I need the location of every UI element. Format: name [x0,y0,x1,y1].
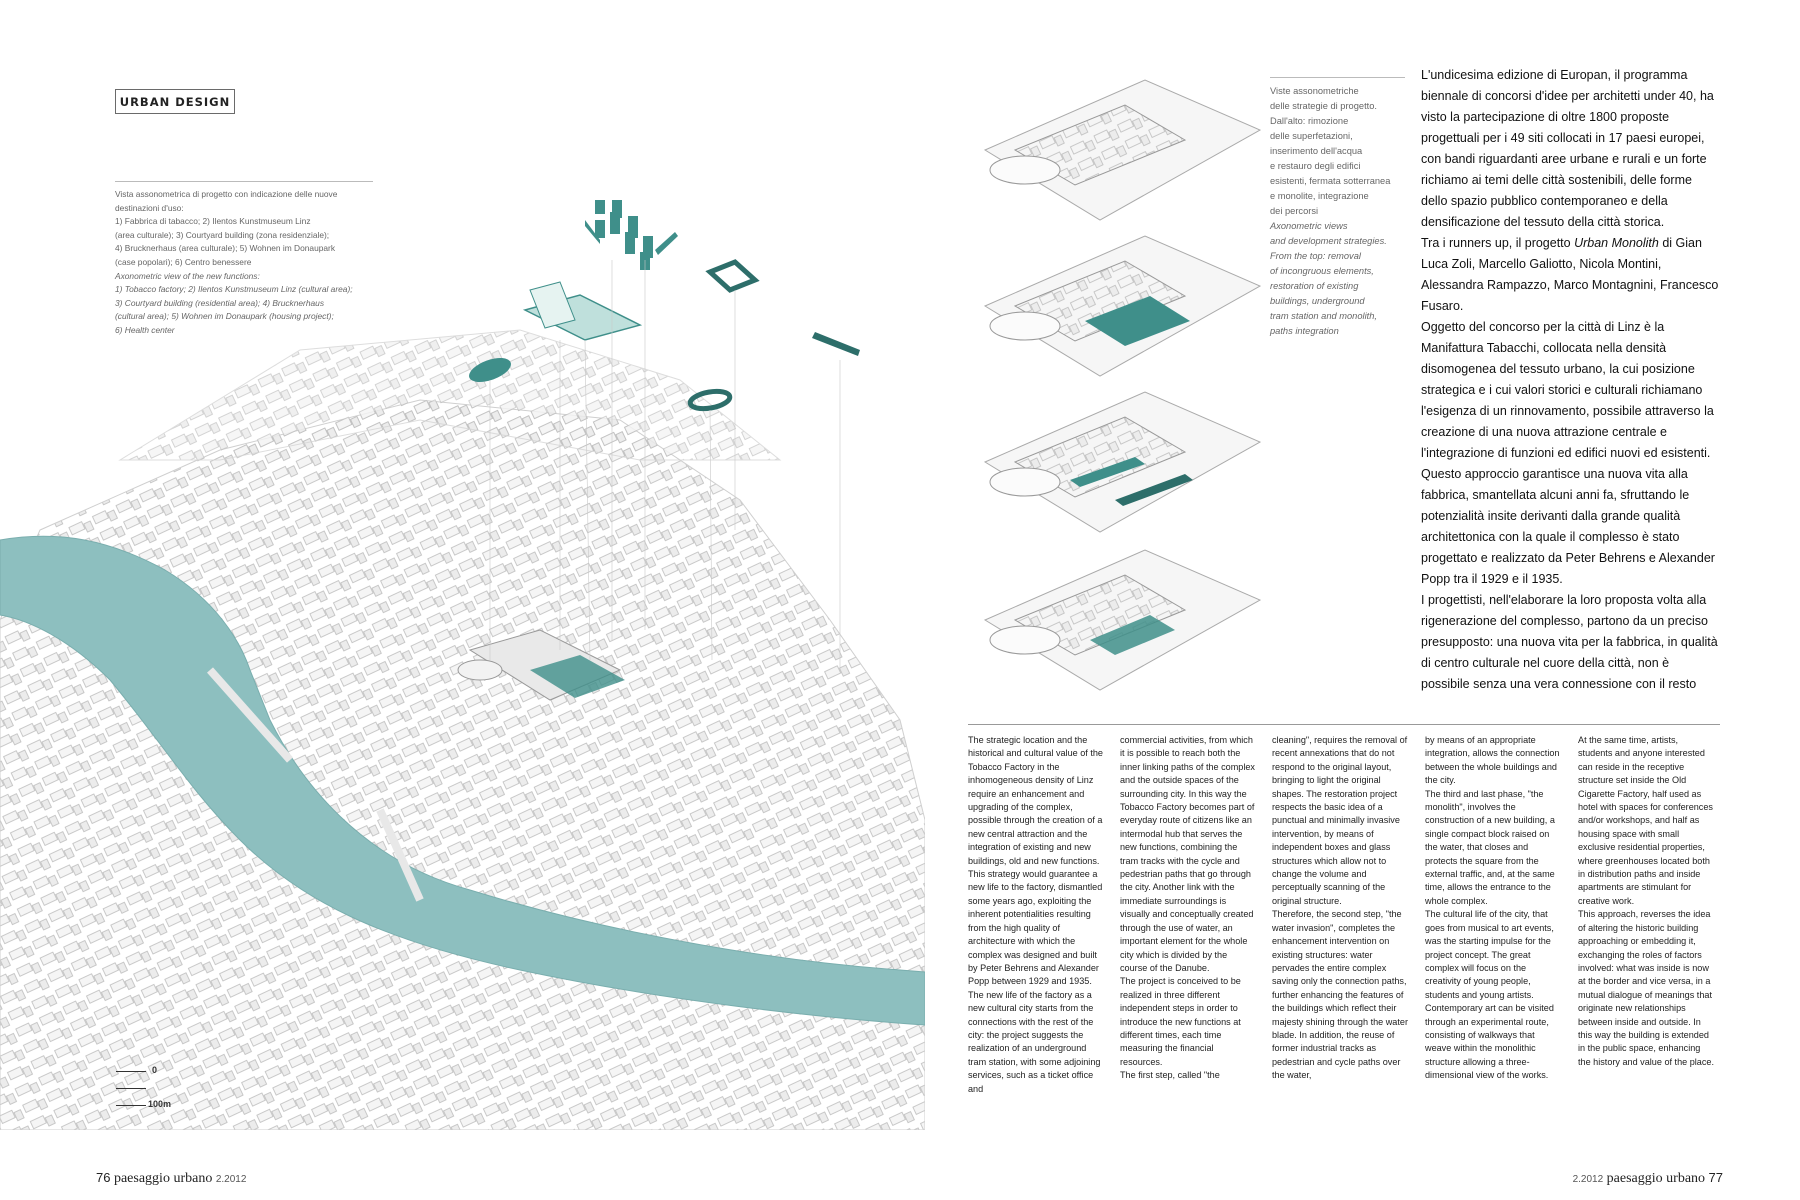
projection-lines [489,260,841,670]
column-text: At the same time, artists, students and … [1578,735,1714,1067]
monolith-frame [705,259,760,293]
caption-english: Axonometric views and development strate… [1270,221,1387,336]
scale-line [116,1105,146,1106]
magazine-name: paesaggio urbano [1606,1171,1706,1186]
english-column-5: At the same time, artists, students and … [1578,734,1714,1069]
right-figure-caption: Viste assonometriche delle strategie di … [1270,77,1405,339]
intro-paragraph: Oggetto del concorso per la città di Lin… [1421,320,1715,586]
issue-number: 2.2012 [1572,1174,1604,1185]
issue-number: 2.2012 [215,1174,247,1185]
scale-line [116,1088,146,1089]
page-number: 77 [1708,1170,1723,1185]
english-column-2: commercial activities, from which it is … [1120,734,1256,1083]
axonometric-city-map [0,200,925,1130]
caption-english: Axonometric view of the new functions: 1… [115,270,353,335]
caption-italian: Viste assonometriche delle strategie di … [1270,86,1391,216]
intro-paragraph: L'undicesima edizione di Europan, il pro… [1421,68,1714,229]
scale-bar: 0 100m [116,1060,196,1120]
intro-paragraph: I progettisti, nell'elaborare la loro pr… [1421,593,1718,691]
city-ground-north [118,329,782,461]
intro-text-run: Tra i runners up, il progetto [1421,236,1575,250]
housing-bar [812,332,860,356]
caption-italian: Vista assonometrica di progetto con indi… [115,189,338,267]
column-text: commercial activities, from which it is … [1120,735,1255,1081]
italian-article-intro: L'undicesima edizione di Europan, il pro… [1421,65,1721,695]
city-ground [0,399,925,1130]
bridge [207,667,293,763]
english-column-1: The strategic location and the historica… [968,734,1104,1096]
brucknerhaus-volume [687,388,733,412]
strategy-view-water [983,235,1262,377]
column-text: cleaning", requires the removal of recen… [1272,735,1408,1081]
bridge [376,808,424,902]
intro-paragraph: Tra i runners up, il progetto Urban Mono… [1421,233,1721,317]
column-divider-rule [968,724,1720,725]
folio-right: 2.2012 paesaggio urbano 77 [1573,1170,1723,1187]
left-figure-caption: Vista assonometrica di progetto con indi… [115,181,373,338]
tobacco-factory-site [457,629,625,701]
strategy-view-tram-monolith [983,391,1262,533]
health-center-volume [469,357,511,383]
section-tag: URBAN DESIGN [115,89,235,114]
function-volumes [469,200,860,670]
magazine-name: paesaggio urbano [113,1171,213,1186]
river-danube [0,535,925,1026]
strategy-view-removal [983,79,1262,221]
scale-label-zero: 0 [152,1065,158,1075]
folio-left: 76 paesaggio urbano 2.2012 [96,1170,246,1187]
page-number: 76 [96,1170,111,1185]
intro-text-run: di Gian Luca Zoli, Marcello Galiotto, Ni… [1421,236,1719,313]
project-title: Urban Monolith [1574,236,1659,250]
english-column-4: by means of an appropriate integration, … [1425,734,1561,1083]
courtyard-towers [585,200,678,270]
column-text: by means of an appropriate integration, … [1425,735,1560,1081]
scale-line [116,1071,146,1072]
english-column-3: cleaning", requires the removal of recen… [1272,734,1408,1083]
scale-label-100m: 100m [148,1099,172,1109]
factory-volume [522,281,643,341]
strategy-view-paths [983,549,1262,691]
column-text: The strategic location and the historica… [968,735,1103,1094]
